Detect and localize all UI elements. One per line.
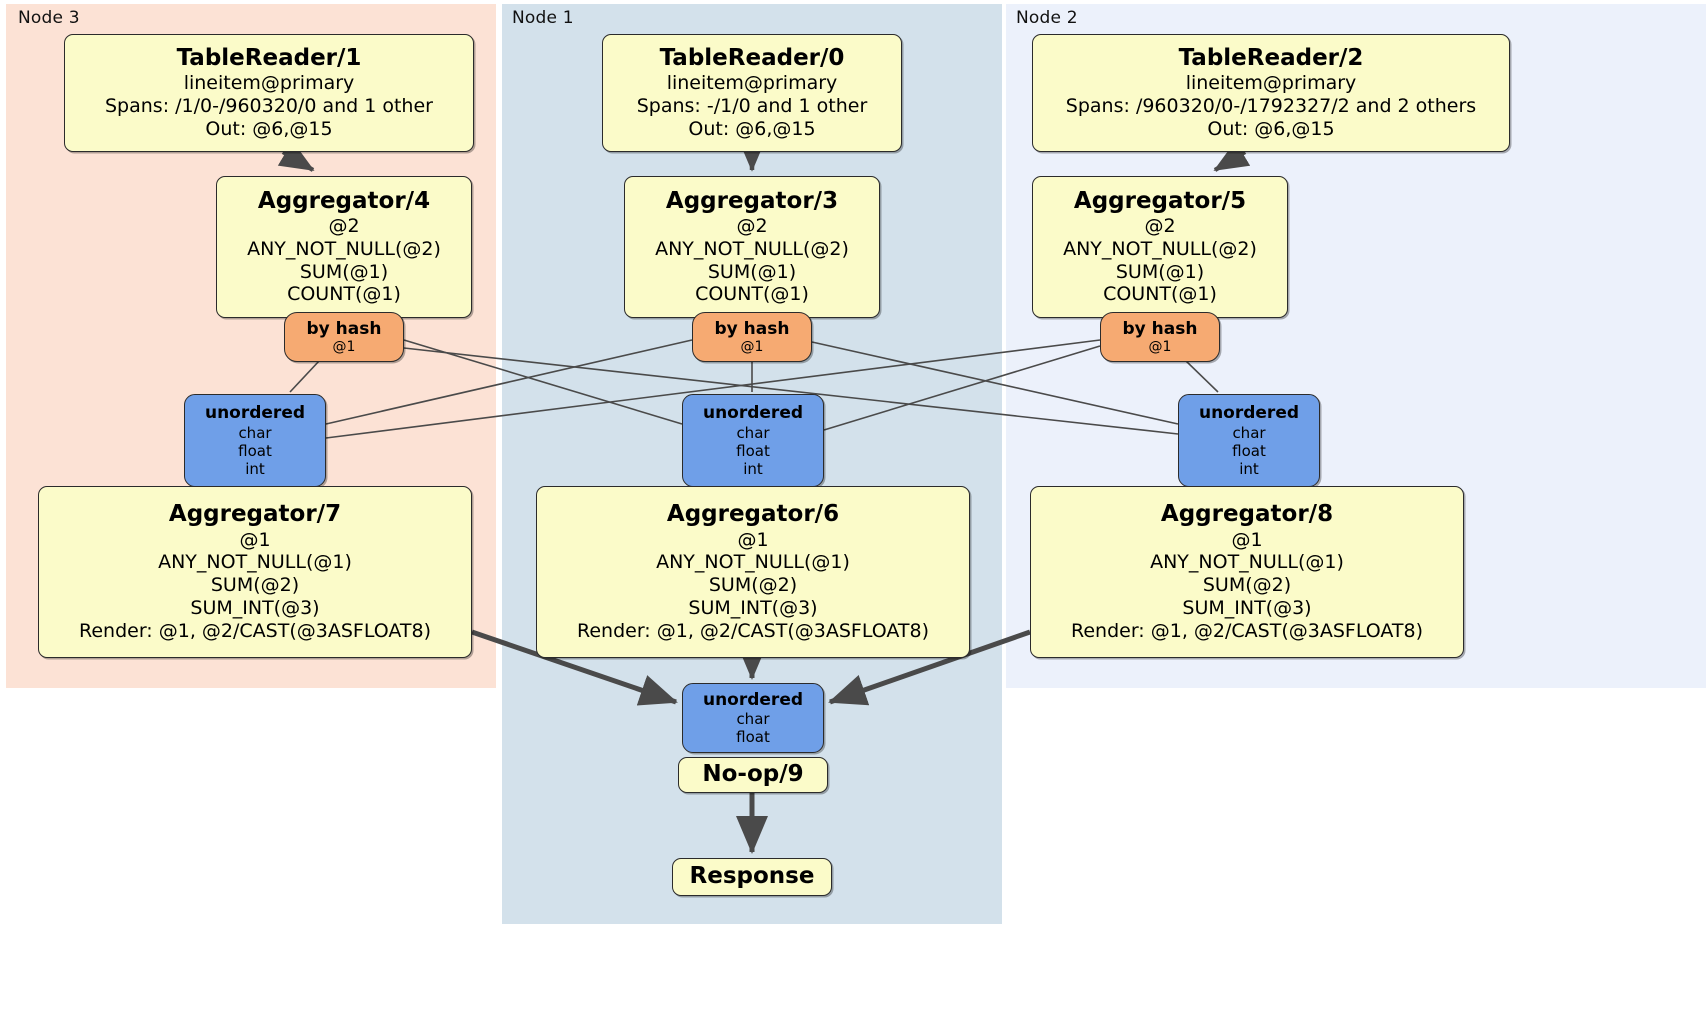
processor-line: SUM(@1) <box>1115 260 1205 283</box>
processor-line: @1 <box>737 528 769 551</box>
router-line: float <box>1232 441 1266 460</box>
processor-title: TableReader/1 <box>176 45 362 72</box>
router-title: unordered <box>702 689 804 710</box>
processor-aggregator-3[interactable]: Aggregator/3 @2 ANY_NOT_NULL(@2) SUM(@1)… <box>624 176 880 318</box>
processor-line: Out: @6,@15 <box>1207 117 1335 140</box>
processor-line: ANY_NOT_NULL(@1) <box>1150 551 1344 574</box>
processor-title: TableReader/2 <box>1178 45 1364 72</box>
processor-title: TableReader/0 <box>659 45 845 72</box>
router-line: @1 <box>740 338 764 355</box>
processor-noop-9[interactable]: No-op/9 <box>678 757 828 793</box>
processor-response[interactable]: Response <box>672 858 832 896</box>
processor-line: Render: @1, @2/CAST(@3ASFLOAT8) <box>79 619 431 642</box>
processor-tablereader-0[interactable]: TableReader/0 lineitem@primary Spans: -/… <box>602 34 902 152</box>
router-unordered-final[interactable]: unordered char float <box>682 683 824 753</box>
processor-line: SUM(@2) <box>708 574 798 597</box>
processor-line: lineitem@primary <box>1185 72 1357 95</box>
router-line: char <box>1232 423 1266 442</box>
processor-line: Render: @1, @2/CAST(@3ASFLOAT8) <box>1071 619 1423 642</box>
processor-line: SUM_INT(@3) <box>688 596 818 619</box>
router-line: int <box>743 459 763 478</box>
processor-line: lineitem@primary <box>183 72 355 95</box>
cluster-label-node-1: Node 1 <box>512 8 574 28</box>
cluster-label-node-3: Node 3 <box>18 8 80 28</box>
processor-line: SUM(@2) <box>1202 574 1292 597</box>
processor-line: Out: @6,@15 <box>688 117 816 140</box>
processor-line: ANY_NOT_NULL(@2) <box>247 237 441 260</box>
router-line: int <box>245 459 265 478</box>
router-title: by hash <box>306 318 382 339</box>
router-line: char <box>736 710 770 729</box>
processor-line: @2 <box>1144 214 1176 237</box>
processor-aggregator-6[interactable]: Aggregator/6 @1 ANY_NOT_NULL(@1) SUM(@2)… <box>536 486 970 658</box>
processor-title: Aggregator/4 <box>257 187 431 214</box>
processor-title: Aggregator/8 <box>1160 501 1334 528</box>
processor-title: Response <box>689 863 815 890</box>
processor-title: Aggregator/5 <box>1073 187 1247 214</box>
processor-title: Aggregator/7 <box>168 501 342 528</box>
processor-line: Spans: /1/0-/960320/0 and 1 other <box>105 95 433 118</box>
processor-aggregator-7[interactable]: Aggregator/7 @1 ANY_NOT_NULL(@1) SUM(@2)… <box>38 486 472 658</box>
processor-line: @2 <box>328 214 360 237</box>
router-title: unordered <box>1198 403 1300 424</box>
router-title: by hash <box>1122 318 1198 339</box>
processor-line: Render: @1, @2/CAST(@3ASFLOAT8) <box>577 619 929 642</box>
processor-line: @1 <box>239 528 271 551</box>
router-title: by hash <box>714 318 790 339</box>
router-line: @1 <box>332 338 356 355</box>
processor-line: ANY_NOT_NULL(@1) <box>656 551 850 574</box>
processor-aggregator-5[interactable]: Aggregator/5 @2 ANY_NOT_NULL(@2) SUM(@1)… <box>1032 176 1288 318</box>
router-line: @1 <box>1148 338 1172 355</box>
processor-line: Out: @6,@15 <box>205 117 333 140</box>
processor-tablereader-2[interactable]: TableReader/2 lineitem@primary Spans: /9… <box>1032 34 1510 152</box>
router-unordered-node-2[interactable]: unordered char float int <box>1178 394 1320 487</box>
processor-tablereader-1[interactable]: TableReader/1 lineitem@primary Spans: /1… <box>64 34 474 152</box>
processor-line: SUM_INT(@3) <box>1182 596 1312 619</box>
router-title: unordered <box>702 403 804 424</box>
processor-line: SUM(@2) <box>210 574 300 597</box>
processor-line: COUNT(@1) <box>287 283 401 306</box>
processor-line: SUM(@1) <box>299 260 389 283</box>
processor-line: SUM(@1) <box>707 260 797 283</box>
router-title: unordered <box>204 403 306 424</box>
router-unordered-node-1[interactable]: unordered char float int <box>682 394 824 487</box>
processor-line: ANY_NOT_NULL(@1) <box>158 551 352 574</box>
processor-aggregator-4[interactable]: Aggregator/4 @2 ANY_NOT_NULL(@2) SUM(@1)… <box>216 176 472 318</box>
processor-line: @1 <box>1231 528 1263 551</box>
router-by-hash-node-2[interactable]: by hash @1 <box>1100 312 1220 362</box>
router-line: int <box>1239 459 1259 478</box>
router-line: char <box>736 423 770 442</box>
router-line: float <box>736 441 770 460</box>
processor-title: No-op/9 <box>702 761 804 788</box>
processor-line: SUM_INT(@3) <box>190 596 320 619</box>
router-by-hash-node-3[interactable]: by hash @1 <box>284 312 404 362</box>
processor-line: ANY_NOT_NULL(@2) <box>1063 237 1257 260</box>
processor-title: Aggregator/6 <box>666 501 840 528</box>
processor-line: COUNT(@1) <box>695 283 809 306</box>
processor-title: Aggregator/3 <box>665 187 839 214</box>
router-line: float <box>736 728 770 747</box>
router-line: char <box>238 423 272 442</box>
router-by-hash-node-1[interactable]: by hash @1 <box>692 312 812 362</box>
processor-line: @2 <box>736 214 768 237</box>
processor-line: Spans: -/1/0 and 1 other <box>636 95 868 118</box>
router-unordered-node-3[interactable]: unordered char float int <box>184 394 326 487</box>
processor-line: Spans: /960320/0-/1792327/2 and 2 others <box>1065 95 1477 118</box>
cluster-label-node-2: Node 2 <box>1016 8 1078 28</box>
processor-aggregator-8[interactable]: Aggregator/8 @1 ANY_NOT_NULL(@1) SUM(@2)… <box>1030 486 1464 658</box>
processor-line: lineitem@primary <box>666 72 838 95</box>
processor-line: COUNT(@1) <box>1103 283 1217 306</box>
router-line: float <box>238 441 272 460</box>
processor-line: ANY_NOT_NULL(@2) <box>655 237 849 260</box>
